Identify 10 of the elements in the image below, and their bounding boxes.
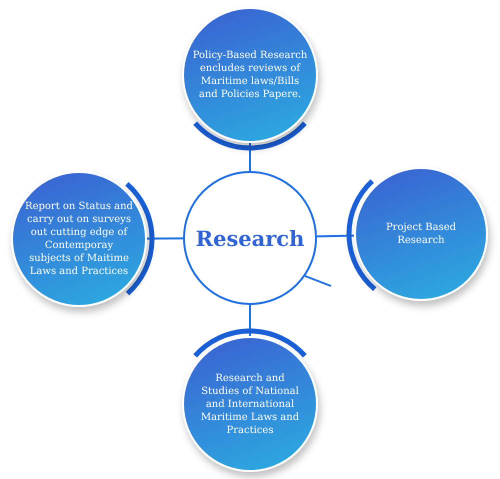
topic-text: Research and Studies of National and International Maritime Laws and Practices [200,372,300,436]
connector-line [316,234,354,238]
topic-text: Project Based Research [384,221,458,247]
connector-line [249,305,251,336]
center-title: Research [196,226,304,250]
connector-line [249,143,251,171]
topic-text: Report on Status and carry out on surveys out cutting edge of Contemporay subjects of Maitime Laws and Practices [24,200,134,278]
topic-text: Policy-Based Research encludes reviews of Maritime laws/Bills and Policies Papere. [192,49,308,101]
topic-circle [182,336,318,472]
connector-line [147,237,183,240]
